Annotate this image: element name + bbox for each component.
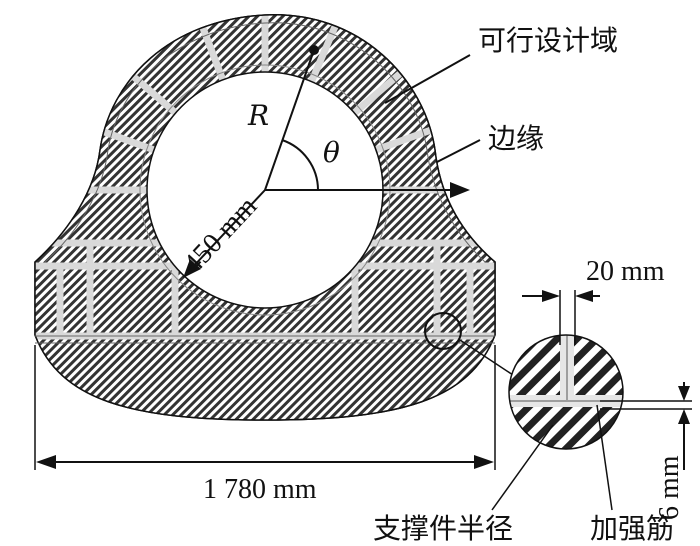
total-width-dimension: 1 780 mm	[34, 345, 496, 505]
design-domain-leader	[384, 54, 471, 104]
total-width-label: 1 780 mm	[203, 474, 317, 505]
gap-width-label: 20 mm	[586, 256, 665, 287]
angle-arc	[281, 139, 319, 191]
detail-zoom	[508, 334, 624, 450]
support-radius-label: 支撑件半径	[373, 512, 513, 545]
thickness-label: 6 mm	[654, 455, 685, 520]
stiffener-label: 加强筋	[590, 512, 674, 545]
thickness-dimension: 6 mm	[600, 382, 692, 520]
angle-label: θ	[323, 136, 340, 169]
support-radius-leader	[491, 424, 554, 511]
detail-leader	[459, 339, 514, 376]
stiffener-leader	[596, 404, 613, 511]
edge-leader	[436, 139, 481, 163]
axis-arrow	[265, 182, 470, 198]
edge-label: 边缘	[488, 122, 544, 155]
gap-width-dimension: 20 mm	[522, 256, 665, 345]
design-domain-label: 可行设计域	[478, 24, 618, 57]
inner-radius-arrow	[183, 189, 266, 278]
detail-marker	[424, 312, 462, 350]
radius-indicator	[264, 45, 319, 191]
radius-label: R	[247, 99, 269, 132]
